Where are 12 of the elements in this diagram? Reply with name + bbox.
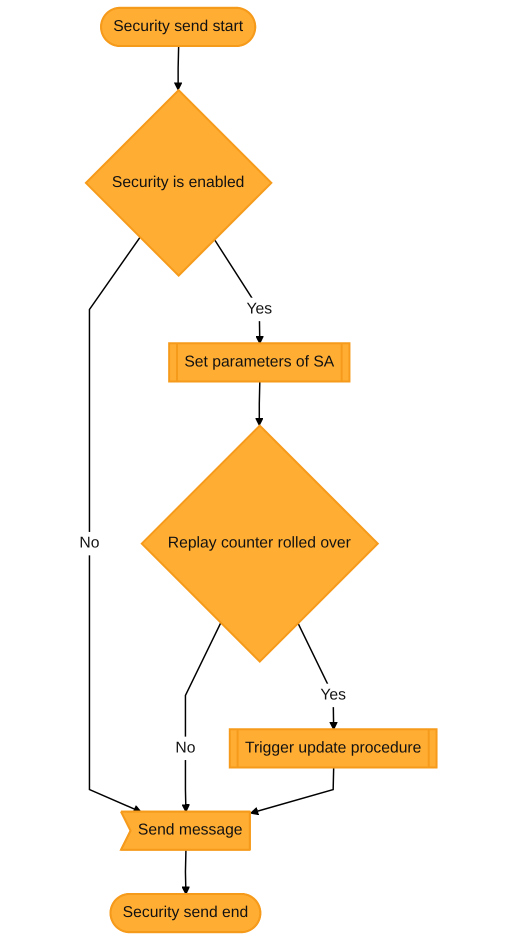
arrow bbox=[255, 382, 264, 426]
arrow bbox=[174, 46, 182, 91]
edge-label: Yes bbox=[320, 686, 346, 704]
edge-label: No bbox=[79, 534, 100, 552]
edge-label: Yes bbox=[246, 300, 272, 318]
arrow bbox=[88, 237, 142, 813]
arrow bbox=[181, 622, 222, 812]
edge-label: No bbox=[175, 740, 196, 756]
arrow bbox=[250, 768, 334, 816]
arrow bbox=[181, 850, 190, 895]
node-diamond: Security is enabled bbox=[84, 88, 273, 278]
node-diamond: Replay counter rolled over bbox=[140, 424, 380, 663]
